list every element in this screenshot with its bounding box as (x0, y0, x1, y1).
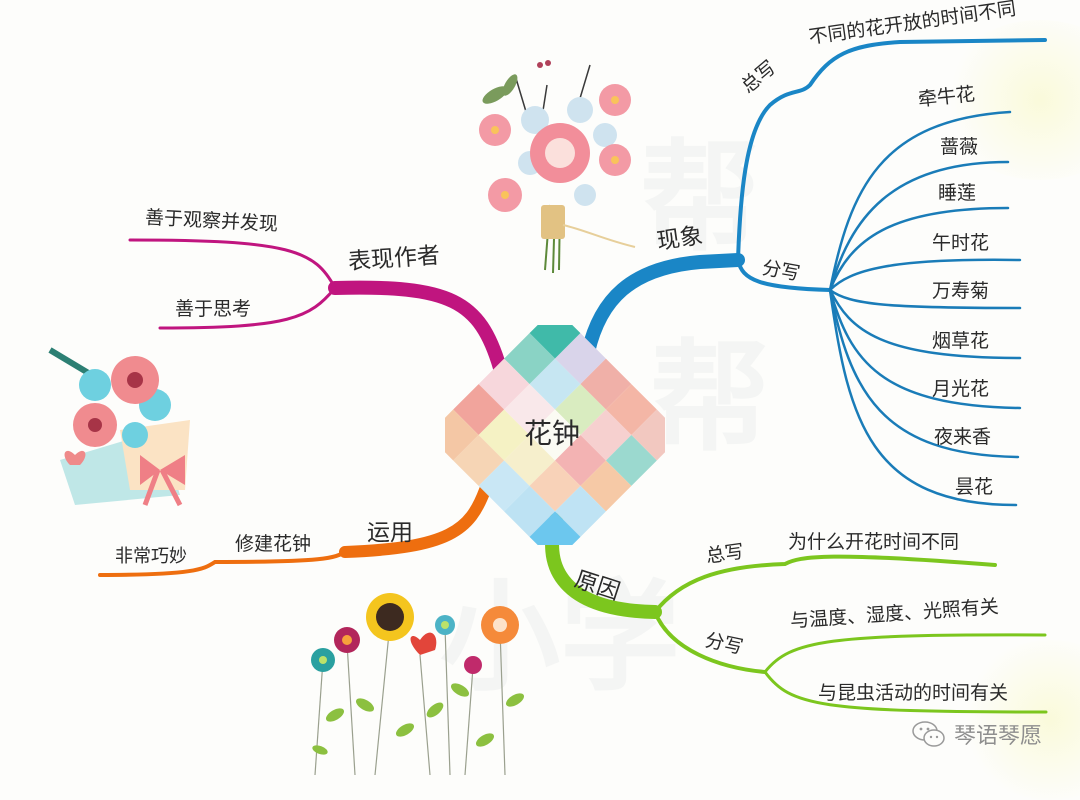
branch-phenomenon-lines (581, 38, 1047, 507)
flower-item: 烟草花 (932, 330, 990, 352)
use-item: 修建花钟 (235, 533, 312, 555)
branch-label-use: 运用 (367, 520, 413, 546)
branch-author-lines (128, 238, 507, 375)
branch-label-phenomenon: 现象 (655, 222, 705, 256)
flower-item: 万寿菊 (932, 280, 990, 302)
flower-garden-illustration (311, 593, 525, 776)
flower-bouquet-illustration (479, 60, 636, 274)
mind-map-canvas: 帮 帮 小 学 (48, 0, 1080, 800)
center-node-mosaic (445, 325, 665, 545)
node-reason-summary: 总写 (704, 540, 746, 568)
flower-item: 夜来香 (934, 426, 992, 448)
flower-item: 蔷薇 (940, 136, 979, 158)
flower-item: 月光花 (932, 378, 990, 400)
node-reason-summary-detail: 为什么开花时间不同 (788, 531, 960, 553)
watermark-char: 帮 (650, 327, 770, 468)
center-node-label: 花钟 (524, 417, 581, 450)
flower-item: 午时花 (932, 232, 990, 254)
flower-item: 昙花 (955, 476, 994, 498)
branch-use-lines (98, 484, 491, 577)
use-detail: 非常巧妙 (115, 546, 187, 567)
author-item: 善于思考 (175, 298, 252, 320)
credit-badge: 琴语琴愿 (912, 718, 1042, 750)
wechat-icon (912, 721, 945, 747)
reason-item: 与昆虫活动的时间有关 (818, 682, 1009, 704)
flower-gift-illustration (48, 347, 190, 507)
flower-item: 睡莲 (938, 182, 977, 204)
credit-text: 琴语琴愿 (953, 724, 1042, 749)
